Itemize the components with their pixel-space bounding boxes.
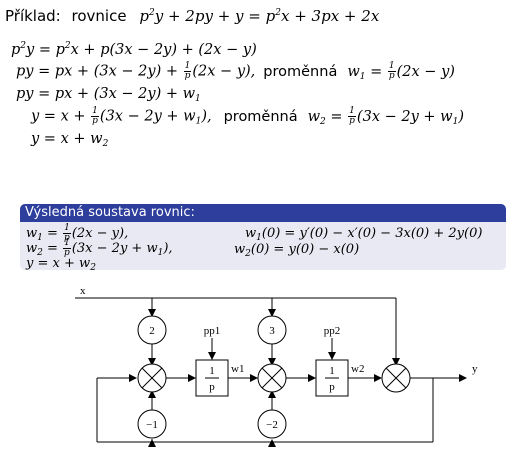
result-y: y = x + w2 (26, 256, 96, 273)
integrator-1-num: 1 (209, 365, 215, 377)
input-label: x (80, 285, 86, 297)
integrator-2-num: 1 (329, 365, 335, 377)
example-label: Příklad: (5, 7, 61, 25)
gain-3-label: 3 (269, 325, 275, 337)
integrator-2-den: p (329, 381, 335, 393)
result-block-header: Výsledná soustava rovnic: (20, 204, 506, 222)
gain-circle-minus-2 (257, 409, 287, 439)
example-title: Příklad: rovnice p2y + 2py + y = p2x + 3… (5, 7, 379, 25)
result-w2-initial: w2(0) = y(0) − x(0) (234, 242, 360, 259)
derivation-line-3: py = px + (3x − 2y) + w1 (16, 86, 201, 104)
variable-label-1: proměnná (263, 63, 338, 80)
main-equation: p2y + 2py + y = p2x + 3px + 2x (139, 7, 380, 25)
integrator-1-den: p (209, 381, 215, 393)
equation-word: rovnice (71, 7, 127, 25)
gain-circle-minus-1 (137, 409, 167, 439)
block-diagram: x y 2 3 −1 −2 1 p 1 p pp1 pp2 w1 w2 (75, 285, 478, 447)
output-label: y (472, 363, 478, 375)
initial-2-label: pp2 (324, 325, 341, 337)
gain-2-label: 2 (149, 325, 155, 337)
gain-circle-3 (257, 315, 287, 345)
gain-circle-2 (137, 315, 167, 345)
state-1-label: w1 (231, 363, 244, 375)
initial-1-label: pp1 (204, 325, 221, 337)
derivation-line-5: y = x + w2 (31, 131, 109, 149)
derivation-line-1: p2y = p2x + p(3x − 2y) + (2x − y) (11, 41, 257, 59)
gain-minus-1-label: −1 (146, 419, 158, 431)
result-w1-initial: w1(0) = y′(0) − x′(0) − 3x(0) + 2y(0) (245, 226, 483, 243)
variable-label-2: proměnná (223, 108, 298, 125)
state-2-label: w2 (351, 363, 364, 375)
gain-minus-2-label: −2 (266, 419, 278, 431)
